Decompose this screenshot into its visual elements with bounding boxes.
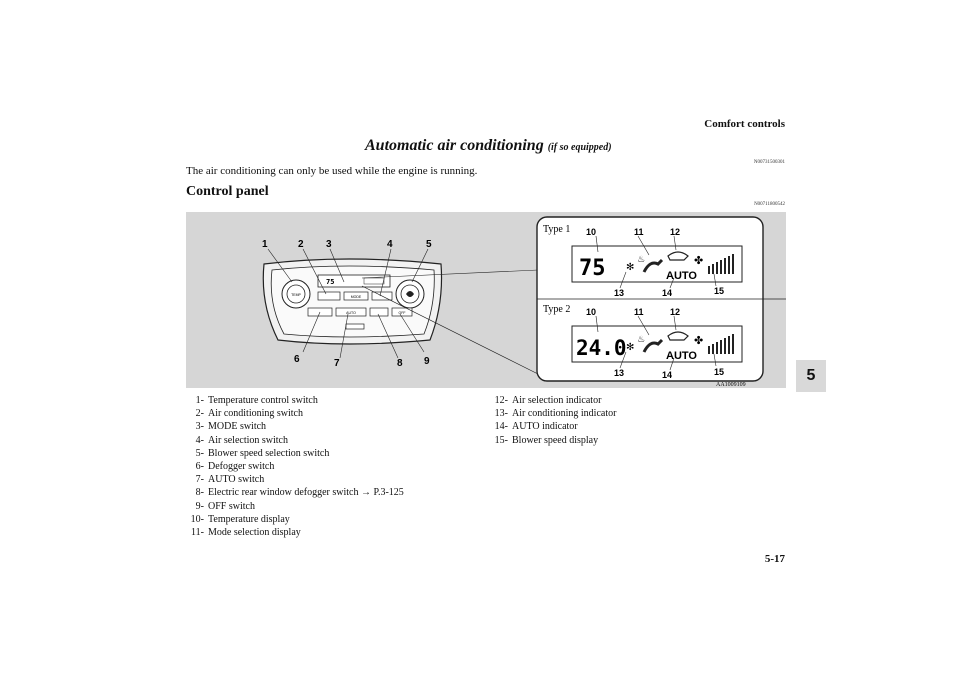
legend-list-right: 12-Air selection indicator 13-Air condit… [490, 394, 617, 447]
list-item: 1-Temperature control switch [195, 395, 318, 406]
callout-1: 1 [262, 239, 268, 250]
panel-face [270, 265, 435, 338]
type-1-temperature: 75 [579, 256, 606, 281]
legend-list-left: 1-Temperature control switch 2-Air condi… [186, 394, 404, 539]
svg-text:✻: ✻ [626, 262, 634, 273]
list-item: 3-MODE switch [195, 421, 267, 433]
off-button-label: OFF [399, 311, 406, 315]
callout-5: 5 [426, 239, 432, 250]
list-item: 8-Electric rear window defogger switch →… [195, 487, 404, 499]
list-item: 13-Air conditioning indicator [494, 408, 617, 420]
list-item: 7-AUTO switch [195, 474, 265, 486]
callout-9: 9 [424, 356, 430, 367]
list-item: 11-Mode selection display [191, 527, 301, 539]
type-2-auto: AUTO [666, 350, 697, 362]
list-item: 10-Temperature display [190, 513, 290, 525]
title-main: Automatic air conditioning [365, 137, 544, 154]
auto-button-label: AUTO [346, 311, 356, 315]
type-2-callout-11: 11 [634, 307, 644, 317]
list-item: 2-Air conditioning switch [195, 408, 303, 420]
section-heading: Control panel [186, 184, 269, 199]
callout-6: 6 [294, 354, 300, 365]
svg-text:✤: ✤ [694, 254, 703, 267]
type-2-callout-14: 14 [662, 370, 672, 380]
intro-paragraph: The air conditioning can only be used wh… [186, 165, 478, 177]
list-item: 15-Blower speed display [494, 434, 599, 446]
type-2-display [571, 325, 743, 363]
type-1-callout-12: 12 [670, 227, 680, 237]
type-1-auto: AUTO [666, 270, 697, 282]
mode-button-label: MODE [351, 295, 362, 299]
type-2-label: Type 2 [543, 304, 570, 315]
type-1-callout-15: 15 [714, 286, 724, 296]
title-qualifier: (if so equipped) [547, 142, 612, 153]
svg-text:♨: ♨ [637, 255, 645, 265]
svg-text:♨: ♨ [637, 335, 645, 345]
control-panel-illustration: TEMP 75 MODE AUTO OFF [262, 216, 786, 388]
callout-3: 3 [326, 239, 332, 250]
section-reference-code: N00711800542 [754, 202, 785, 207]
type-2-temperature: 24.0 [576, 336, 627, 360]
type-2-callout-12: 12 [670, 307, 680, 317]
control-panel-figure: TEMP 75 MODE AUTO OFF [186, 212, 786, 388]
type-1-display [571, 245, 743, 283]
callout-8: 8 [397, 358, 403, 369]
type-2-callout-15: 15 [714, 367, 724, 377]
list-item: 5-Blower speed selection switch [195, 447, 330, 459]
svg-text:✤: ✤ [694, 334, 703, 347]
svg-text:✻: ✻ [626, 342, 634, 353]
page-number: 5-17 [764, 553, 785, 565]
type-1-callout-13: 13 [614, 288, 624, 298]
type-1-label: Type 1 [543, 224, 570, 235]
figure-code: AA1009109 [716, 382, 746, 388]
type-2-callout-13: 13 [614, 368, 624, 378]
list-item: 6-Defogger switch [195, 461, 275, 473]
temp-dial-label: TEMP [291, 293, 301, 297]
type-1-callout-10: 10 [586, 227, 596, 237]
list-item: 14-AUTO indicator [494, 421, 578, 433]
running-header: Comfort controls [704, 118, 785, 130]
list-item: 9-OFF switch [195, 500, 255, 512]
page-title: Automatic air conditioning (if so equipp… [365, 137, 612, 155]
title-reference-code: N00731500301 [753, 160, 785, 165]
callout-4: 4 [387, 239, 393, 250]
svg-text:75: 75 [326, 278, 334, 286]
type-2-callout-10: 10 [586, 307, 596, 317]
chapter-tab: 5 [796, 360, 826, 392]
type-1-callout-14: 14 [662, 288, 672, 298]
callout-7: 7 [334, 358, 340, 369]
list-item: 4-Air selection switch [195, 434, 288, 446]
callout-2: 2 [298, 239, 304, 250]
type-1-callout-11: 11 [634, 227, 644, 237]
list-item: 12-Air selection indicator [494, 395, 602, 406]
